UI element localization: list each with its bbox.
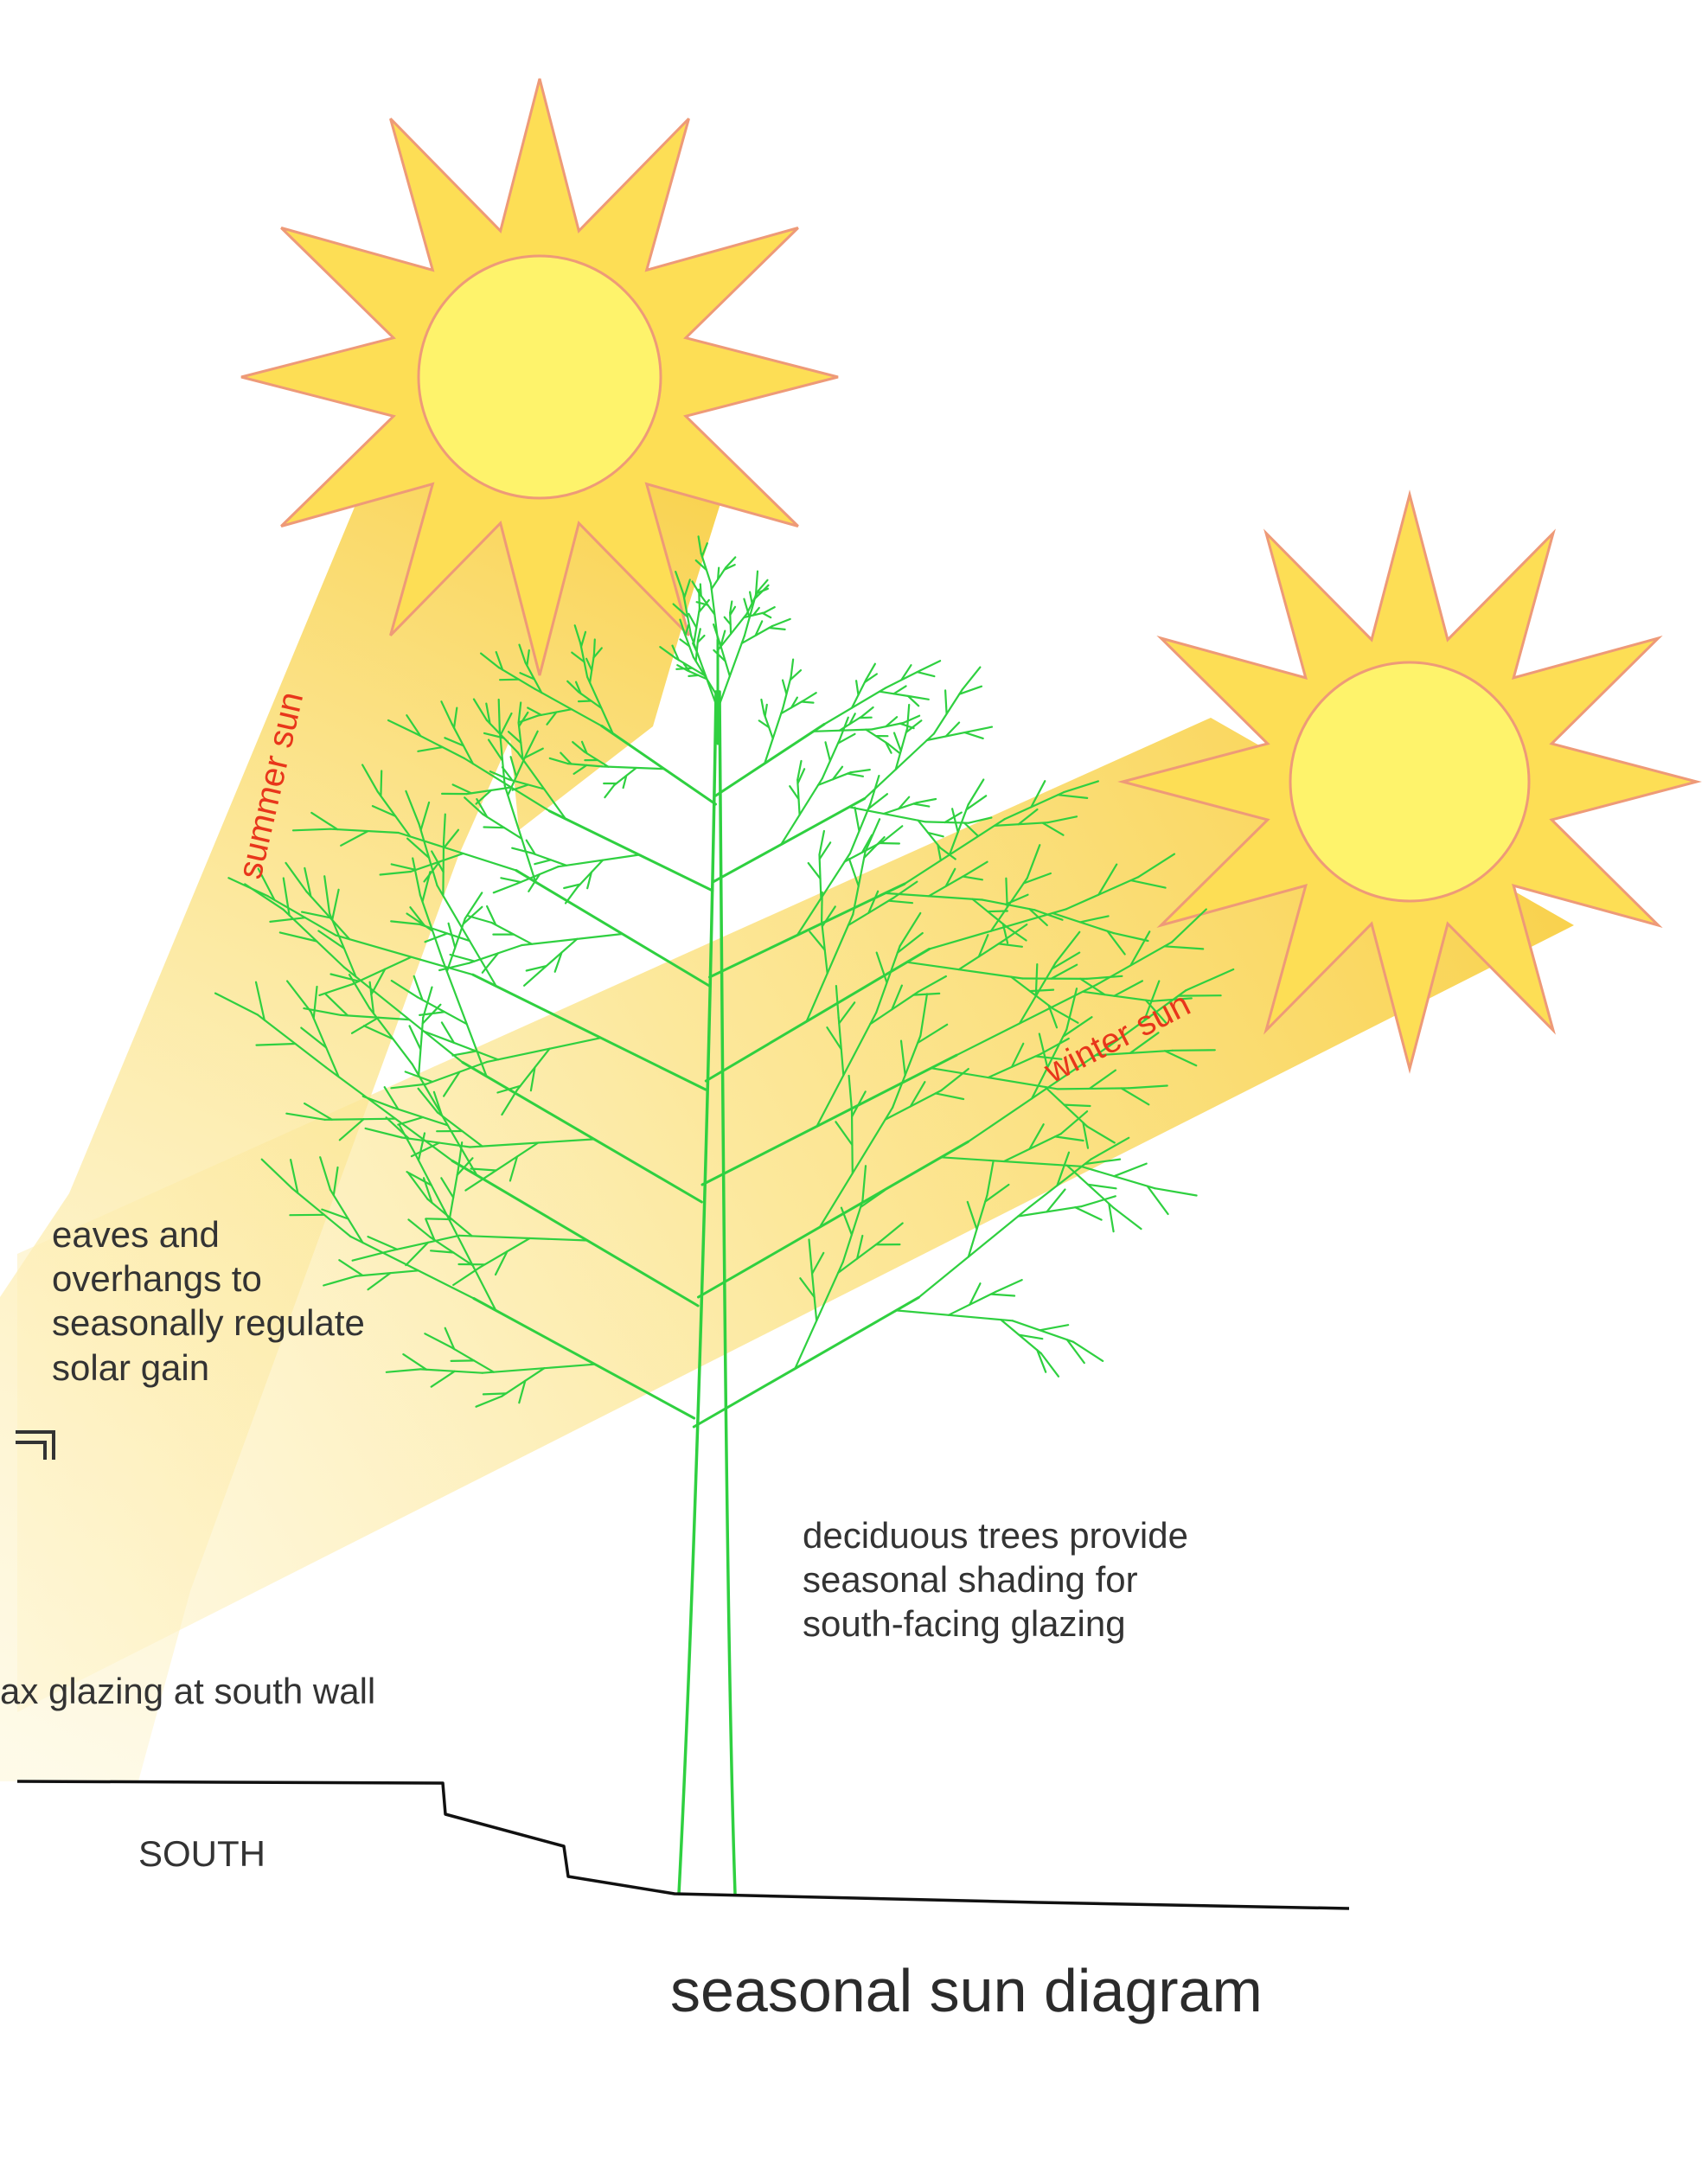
deciduous-trees-note: deciduous trees provide seasonal shading…: [803, 1513, 1188, 1646]
diagram-title: seasonal sun diagram: [670, 1954, 1263, 2028]
glazing-note: ax glazing at south wall: [0, 1669, 375, 1713]
eaves-note-line: seasonally regulate: [52, 1301, 365, 1345]
trees-note-line: south-facing glazing: [803, 1601, 1188, 1646]
eaves-note-line: eaves and: [52, 1212, 365, 1256]
eaves-overhangs-note: eaves and overhangs to seasonally regula…: [52, 1212, 365, 1390]
trees-note-line: deciduous trees provide: [803, 1513, 1188, 1557]
sun-disc: [419, 256, 661, 498]
eaves-note-line: overhangs to: [52, 1256, 365, 1301]
trees-note-line: seasonal shading for: [803, 1557, 1188, 1601]
sun-disc: [1290, 662, 1529, 901]
eaves-note-line: solar gain: [52, 1346, 365, 1390]
south-label: SOUTH: [138, 1832, 265, 1876]
